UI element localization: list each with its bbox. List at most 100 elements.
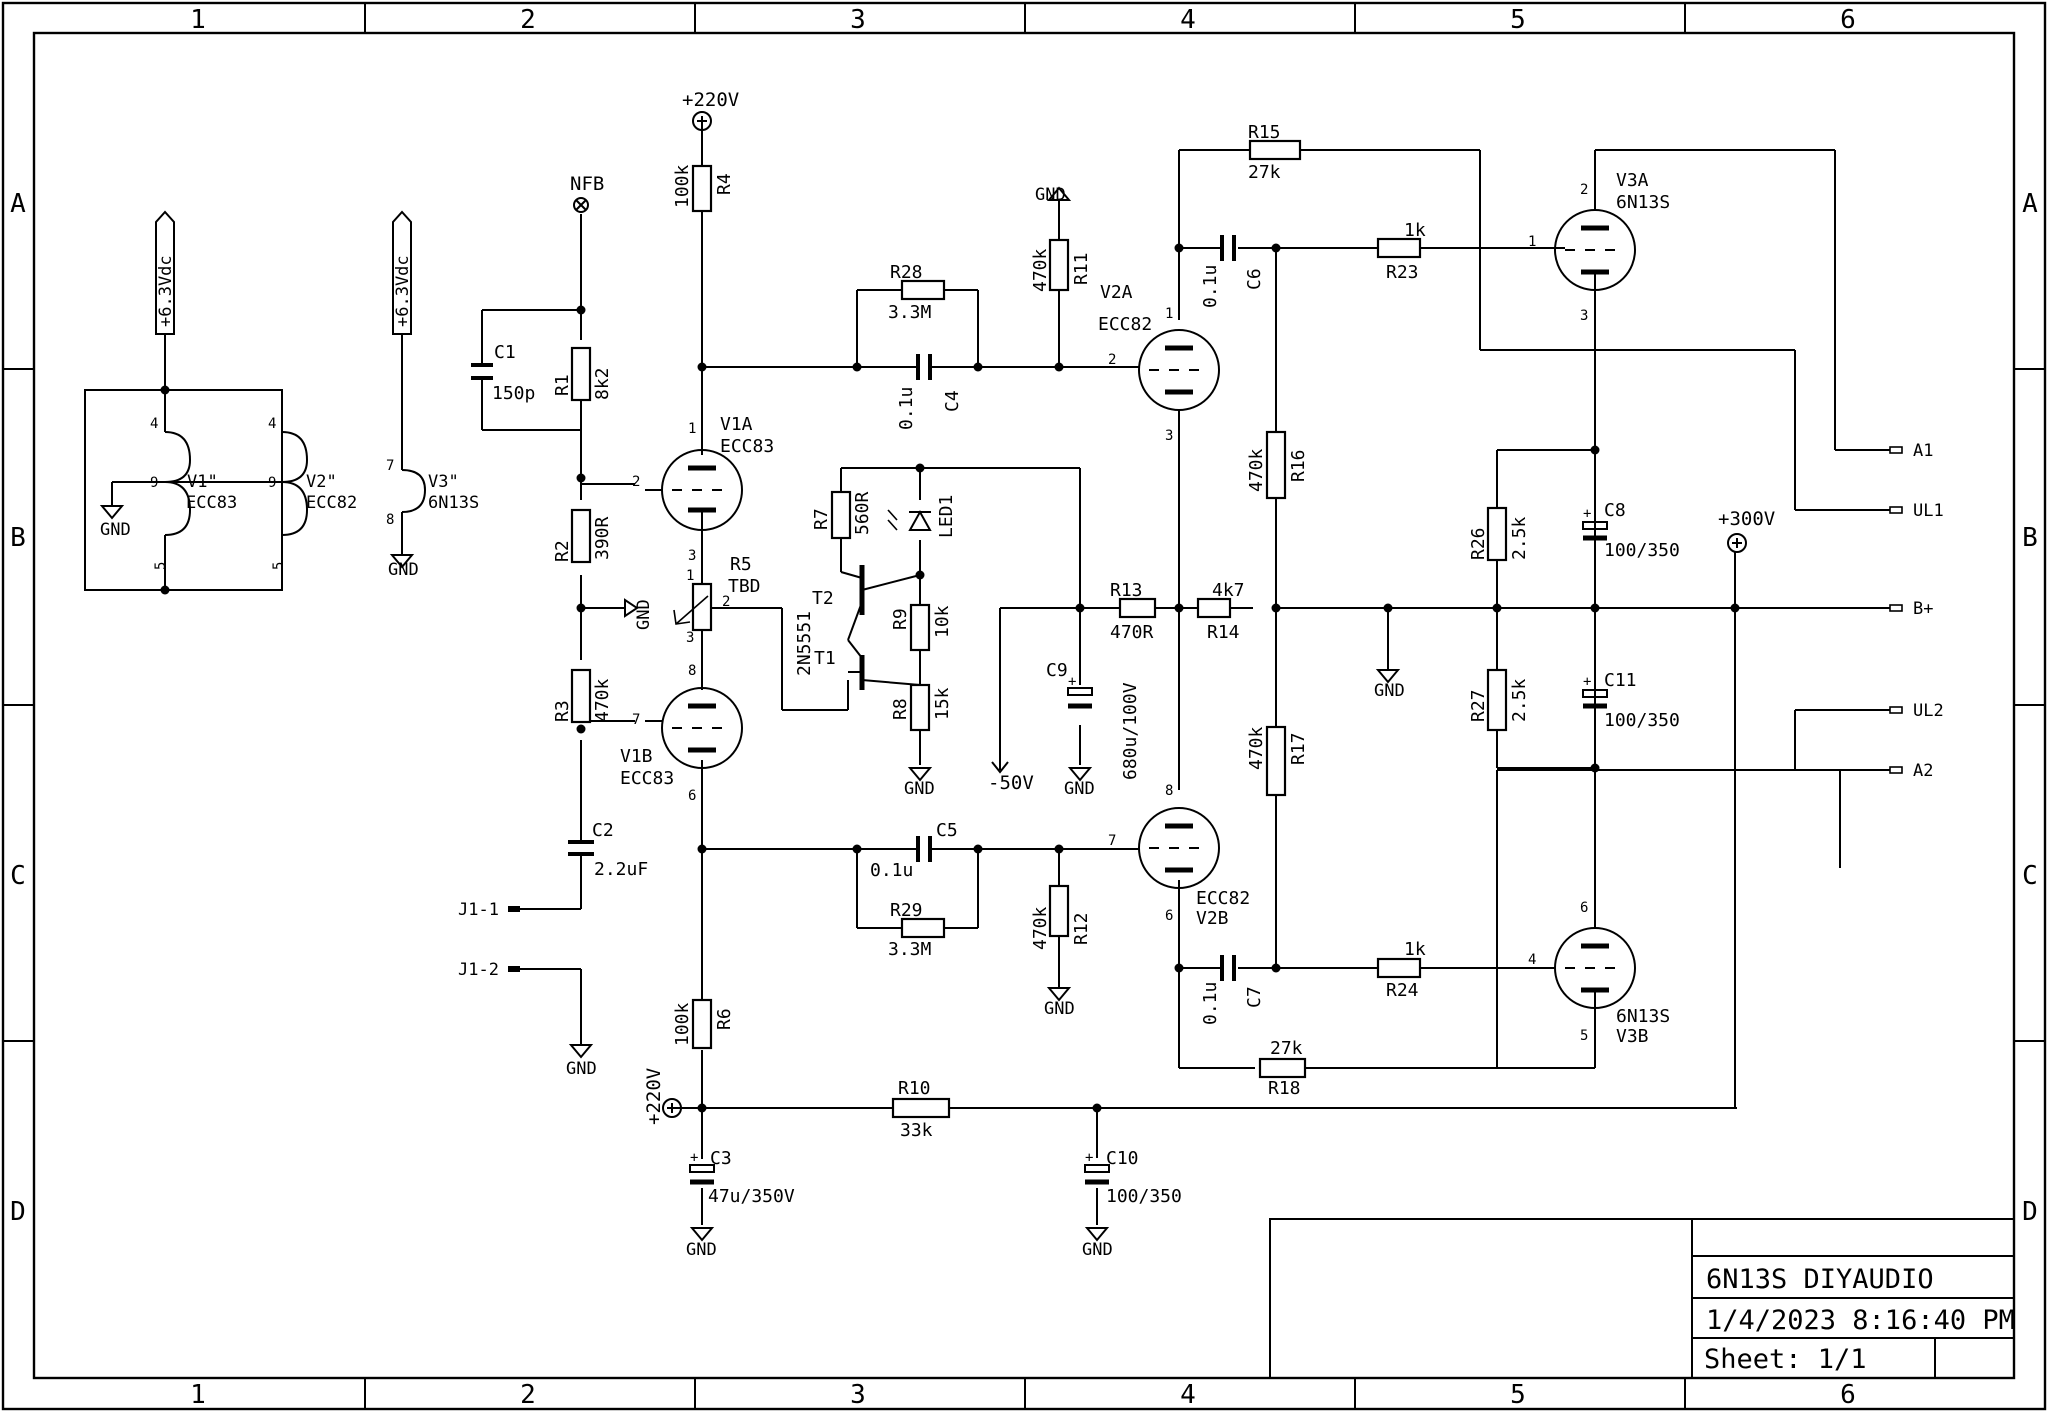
value-label: 10k (932, 605, 953, 638)
date-text: 1/4/2023 8:16:40 PM (1706, 1305, 2015, 1336)
ground-symbol (389, 554, 415, 569)
resistor-r23 (1376, 237, 1422, 259)
resistor-r4 (691, 164, 713, 213)
connector-label: UL2 (1913, 701, 1944, 721)
supply-label: +220V (682, 89, 739, 111)
row-label: D (10, 1197, 26, 1227)
value-label: 0.1u (1200, 265, 1221, 308)
connector-label: A1 (1913, 441, 1933, 461)
value-label: 470k (592, 678, 613, 722)
semiconductors: T2 T1 2N5551 LED1 (794, 495, 957, 690)
ground-symbol (624, 598, 639, 618)
ref-label: R26 (1468, 527, 1489, 560)
value-label: 470k (1246, 726, 1267, 770)
resistor-r3 (570, 668, 592, 724)
part-label: 2N5551 (794, 611, 815, 676)
capacitor-c4 (910, 354, 938, 380)
heater-section: +6.3Vdc GND 4 9 5 4 9 5 V1" ECC83 V2" EC… (84, 210, 479, 595)
ref-label: C8 (1604, 500, 1626, 521)
connector-label: B+ (1913, 599, 1933, 619)
neg-supply-arrow (991, 761, 1009, 774)
nfb-label: NFB (570, 173, 604, 195)
value-label: 470R (1110, 622, 1154, 643)
value-label: 150p (492, 383, 535, 404)
tube-label-v3: V3" (428, 472, 459, 492)
capacitor-c7 (1220, 955, 1236, 981)
gnd-label: GND (100, 520, 131, 540)
value-label: 100/350 (1106, 1186, 1182, 1207)
ref-label: R24 (1386, 980, 1419, 1001)
transistor-t2 (840, 565, 921, 641)
ref-label: R1 (552, 374, 573, 396)
value-label: 470k (1030, 248, 1051, 292)
tube-type: ECC83 (720, 436, 774, 457)
ref-label: C3 (710, 1148, 732, 1169)
tube-type: 6N13S (1616, 1006, 1670, 1027)
gnd-label: GND (1035, 185, 1066, 205)
tube-v3b (1554, 905, 1636, 1030)
ground-symbol (568, 1044, 594, 1059)
value-label: 0.1u (896, 387, 917, 430)
title-block: 6N13S DIYAUDIO 1/4/2023 8:16:40 PM Sheet… (1269, 1218, 2015, 1379)
junctions (576, 243, 1740, 1113)
connector-label: J1-1 (458, 900, 499, 920)
ref-label: R18 (1268, 1078, 1301, 1099)
col-label: 4 (1180, 5, 1196, 35)
tube-type-label: ECC82 (306, 493, 357, 513)
value-label: 0.1u (1200, 982, 1221, 1025)
resistor-r27 (1486, 668, 1508, 732)
value-label: 680u/100V (1120, 682, 1141, 780)
resistor-r17 (1265, 725, 1287, 797)
ref-label: R29 (890, 900, 923, 921)
pin-label: 3 (1165, 428, 1173, 444)
ref-label: R17 (1288, 732, 1309, 765)
ref-label: T1 (814, 648, 836, 669)
pin-label: 3 (686, 630, 694, 646)
ref-label: R27 (1468, 689, 1489, 722)
pin-label: 1 (1528, 234, 1536, 250)
pin-label: 6 (1165, 908, 1173, 924)
resistor-r29 (900, 917, 946, 939)
tube-v3a (1554, 190, 1636, 291)
pin-label: 7 (1108, 833, 1116, 849)
resistor-r8 (909, 683, 931, 732)
value-label: 100k (672, 164, 693, 208)
pin-label: 1 (686, 568, 694, 584)
ref-label: R16 (1288, 449, 1309, 482)
col-label: 2 (520, 1380, 536, 1410)
tube-ref: V2B (1196, 908, 1229, 929)
ref-label: R13 (1110, 580, 1143, 601)
connector-pin (1889, 506, 1903, 514)
value-label: TBD (728, 576, 761, 597)
pin-label: 1 (688, 421, 696, 437)
pin-label: 9 (268, 475, 276, 491)
power-flag-6v3-right (392, 210, 412, 335)
ref-label: R8 (890, 698, 911, 720)
value-label: 390R (592, 516, 613, 560)
ref-label: R14 (1207, 622, 1240, 643)
pin-label: 2 (632, 474, 640, 490)
heater-supply-label: +6.3Vdc (156, 255, 176, 327)
pin-label: 6 (688, 788, 696, 804)
resistor-r18 (1258, 1057, 1307, 1079)
ref-label: R3 (552, 700, 573, 722)
resistor-r26 (1486, 506, 1508, 562)
tube-v2b (1133, 807, 1220, 889)
pin-label: 5 (1580, 1028, 1588, 1044)
ref-label: C6 (1244, 268, 1265, 290)
capacitor-c3: + (689, 1150, 715, 1185)
ref-label: R2 (552, 540, 573, 562)
frame-labels: 1 2 3 4 5 6 1 2 3 4 5 6 A B C D A B C D (10, 5, 2038, 1410)
row-label: C (10, 861, 26, 891)
ground-symbol (1046, 987, 1072, 1002)
col-label: 1 (190, 1380, 206, 1410)
ref-label: C7 (1244, 986, 1265, 1008)
ground-symbol (99, 505, 125, 520)
value-label: 4k7 (1212, 580, 1245, 601)
ref-label: C10 (1106, 1148, 1139, 1169)
value-label: 2.5k (1509, 678, 1530, 722)
resistor-r7 (830, 490, 852, 540)
connector-pin (1889, 766, 1903, 774)
tube-v1b (645, 687, 743, 769)
col-label: 5 (1510, 1380, 1526, 1410)
